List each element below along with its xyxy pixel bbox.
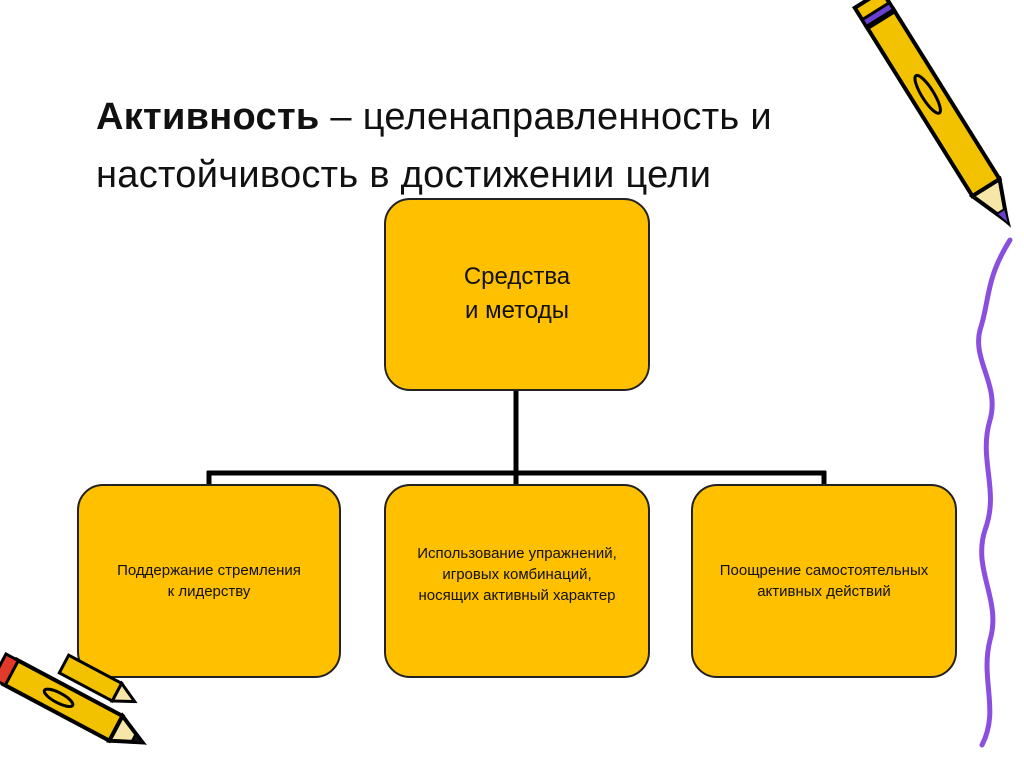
child-2-line-2: игровых комбинаций, bbox=[442, 565, 592, 583]
title-definition: целенаправленность и настойчивость в дос… bbox=[96, 96, 772, 196]
title-dash: – bbox=[319, 96, 363, 138]
title-term: Активность bbox=[96, 96, 320, 138]
child-3-line-2: активных действий bbox=[757, 583, 891, 600]
decor-wavy-line bbox=[976, 237, 1013, 748]
child-1-line-2: к лидерству bbox=[167, 583, 251, 600]
child-1-line-1: Поддержание стремления bbox=[117, 562, 301, 579]
child-box-exercises: Использование упражнений, игровых комбин… bbox=[384, 484, 650, 678]
child-box-encouragement: Поощрение самостоятельных активных дейст… bbox=[691, 484, 957, 678]
root-line-2: и методы bbox=[465, 297, 569, 324]
root-line-1: Средства bbox=[463, 263, 571, 290]
child-box-leadership: Поддержание стремления к лидерству bbox=[77, 484, 341, 678]
child-3-line-1: Поощрение самостоятельных bbox=[719, 562, 929, 579]
pencil-icon bbox=[0, 651, 148, 745]
slide-title: Активность – целенаправленность и настой… bbox=[96, 88, 896, 204]
pencil-icon bbox=[852, 0, 1012, 228]
child-2-line-3: носящих активный характер bbox=[418, 586, 616, 604]
root-box: Средства и методы bbox=[384, 198, 650, 391]
child-2-line-1: Использование упражнений, bbox=[417, 544, 617, 562]
pencil-icon bbox=[57, 653, 138, 704]
